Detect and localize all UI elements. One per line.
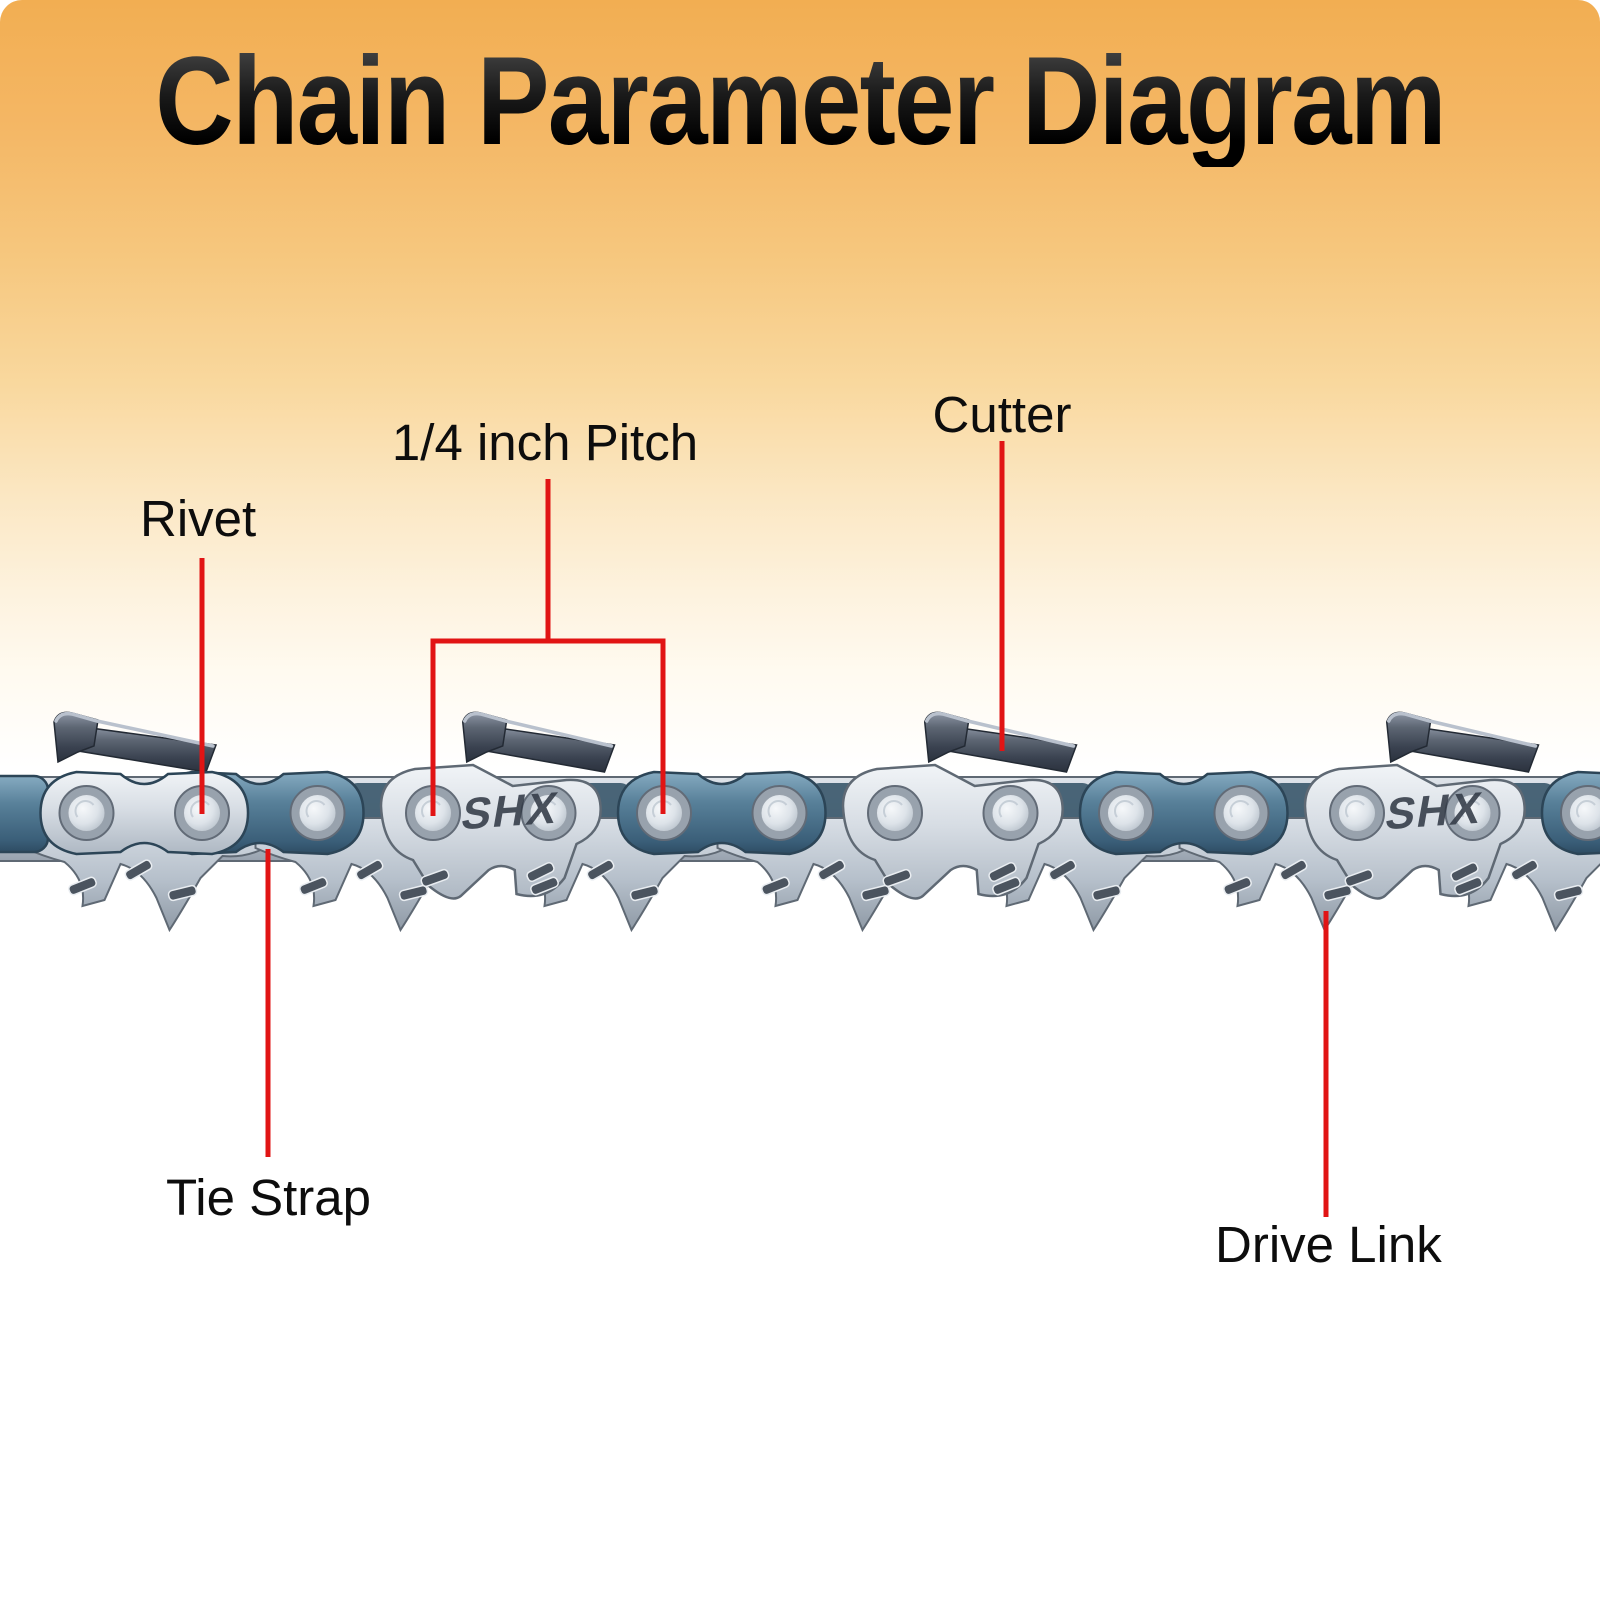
brand-mark-stamp: SHX: [1382, 784, 1487, 840]
rivet-label: Rivet: [140, 490, 257, 547]
cutter-label: Cutter: [932, 386, 1072, 443]
pitch-callout-bracket: [430, 479, 666, 816]
chainsaw-chain-photo: SHX SHX: [0, 711, 1600, 933]
brand-mark-stamp: SHX: [458, 784, 563, 840]
drive-link-label: Drive Link: [1215, 1216, 1442, 1273]
page-title: Chain Parameter Diagram: [104, 36, 1496, 168]
tie-strap-label: Tie Strap: [166, 1169, 372, 1226]
pitch-label: 1/4 inch Pitch: [391, 414, 699, 471]
